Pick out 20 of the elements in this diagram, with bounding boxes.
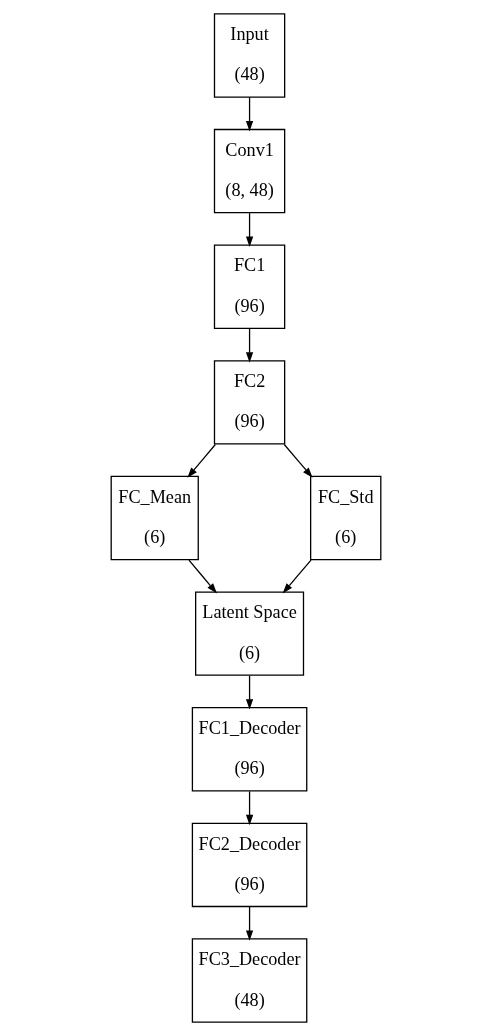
arrow [245,96,253,132]
arrow [282,559,312,594]
arrow [245,790,253,826]
arrow [283,443,313,478]
node-box: Latent Space (6) [194,591,304,676]
arrow [245,328,253,363]
arrow [245,675,253,710]
arrow [187,559,217,594]
node-box: Input (48) [213,13,285,98]
node-box: FC_Std (6) [309,475,381,561]
arrow [245,212,253,248]
node-box: FC1 (96) [213,244,285,329]
node-box: FC2_Decoder (96) [191,822,307,908]
node-box: FC1_Decoder (96) [191,707,307,792]
arrow [245,906,253,941]
node-box: FC2 (96) [213,360,285,445]
node-box: FC3_Decoder (48) [191,938,307,1023]
node-box: Conv1 (8, 48) [213,128,285,214]
node-box: FC_Mean (6) [110,475,199,561]
arrow [186,443,216,478]
